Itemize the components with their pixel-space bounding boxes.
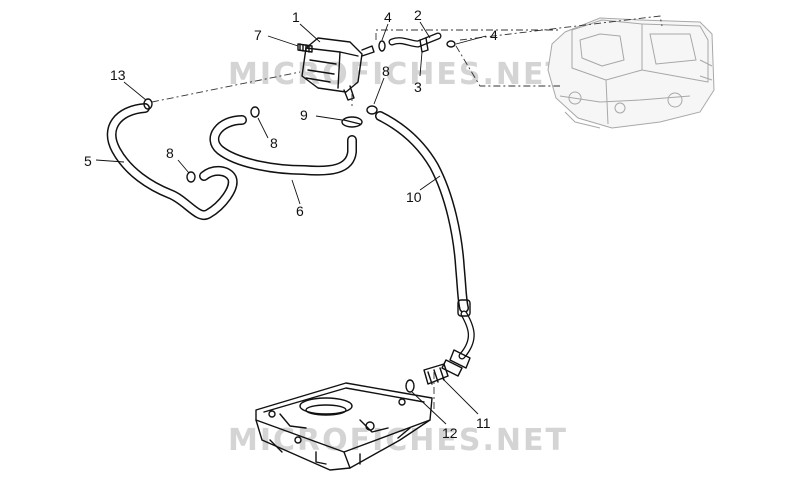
clamp-13 (143, 98, 153, 110)
union-fitting-11 (423, 349, 471, 385)
washer-12 (405, 379, 415, 393)
callout-6: 6 (296, 203, 304, 219)
clamp-8a (250, 106, 260, 118)
callout-9: 9 (300, 107, 308, 123)
cylinder-head-illustration (547, 17, 715, 129)
clamp-9 (341, 116, 363, 128)
callout-1: 1 (292, 9, 300, 25)
o-ring-4b (446, 40, 456, 48)
callout-3: 3 (414, 79, 422, 95)
clamp-8c (366, 105, 378, 115)
oil-sump-illustration (255, 382, 433, 471)
callout-11: 11 (476, 415, 491, 431)
hose-10 (375, 111, 475, 360)
callout-4a: 4 (384, 9, 392, 25)
watermark-lower: MICROFICHES.NET (228, 423, 568, 458)
assembly-lines (151, 15, 663, 410)
hose-5 (106, 103, 238, 221)
clamp-8b (186, 171, 196, 183)
callout-2: 2 (414, 7, 422, 23)
watermark-upper: MICROFICHES.NET (228, 57, 568, 92)
leader-lines (95, 21, 487, 425)
hose-6 (209, 115, 357, 176)
callout-12: 12 (442, 425, 458, 441)
callout-8c: 8 (382, 63, 390, 79)
screw-7 (297, 43, 313, 53)
pipe-2 (388, 32, 442, 53)
callout-8b: 8 (166, 145, 174, 161)
o-ring-4a (378, 40, 386, 52)
callout-13: 13 (110, 67, 126, 83)
callout-4b: 4 (490, 27, 498, 43)
callout-5: 5 (84, 153, 92, 169)
callout-8a: 8 (270, 135, 278, 151)
callout-7: 7 (254, 27, 262, 43)
callout-10: 10 (406, 189, 422, 205)
breather-tank-1 (301, 37, 375, 101)
